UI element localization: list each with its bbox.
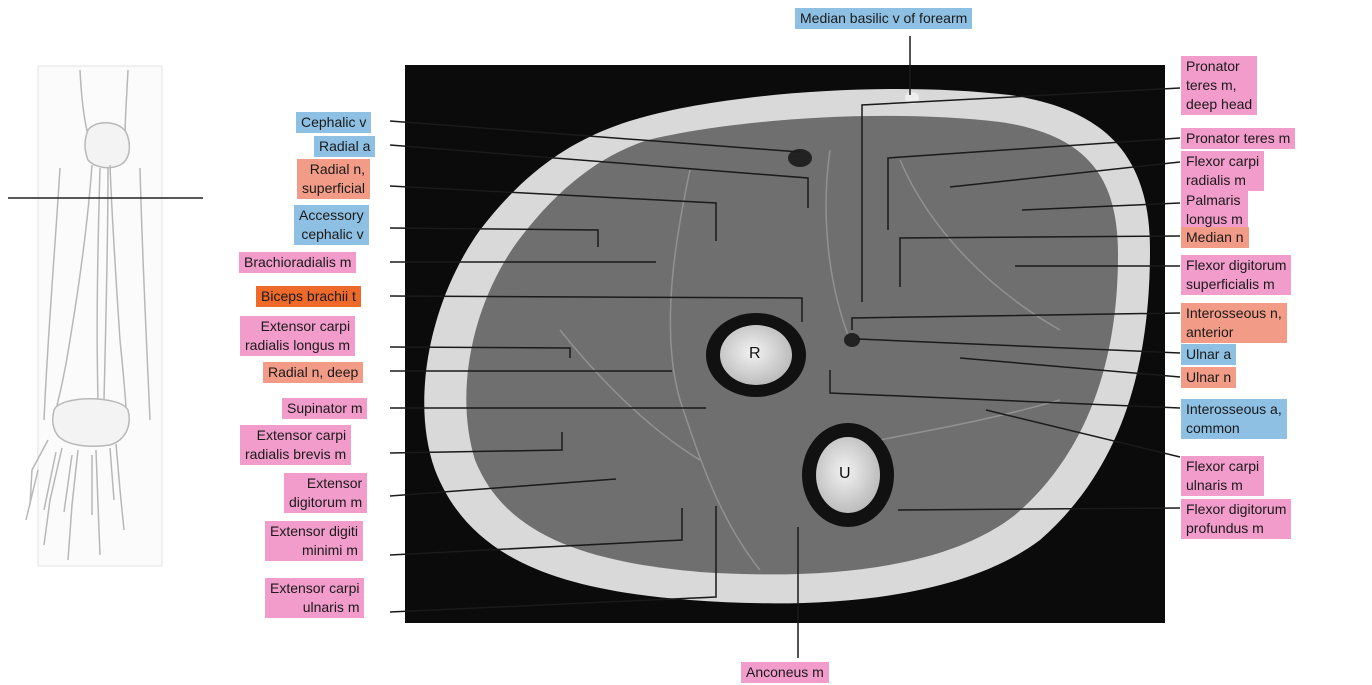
arm-illustration xyxy=(26,66,162,566)
label-flexor-digitorum-profundus: Flexor digitorum profundus m xyxy=(1181,499,1291,539)
label-flexor-digitorum-superficialis: Flexor digitorum superficialis m xyxy=(1181,255,1291,295)
label-biceps-brachii-t: Biceps brachii t xyxy=(256,286,361,307)
label-extensor-carpi-radialis-brevis: Extensor carpi radialis brevis m xyxy=(240,425,351,465)
label-extensor-carpi-radialis-longus: Extensor carpi radialis longus m xyxy=(240,316,355,356)
label-accessory-cephalic-v: Accessory cephalic v xyxy=(294,205,369,245)
label-interosseous-a-common: Interosseous a, common xyxy=(1181,399,1287,439)
radius-label: R xyxy=(749,345,761,363)
label-flexor-carpi-ulnaris: Flexor carpi ulnaris m xyxy=(1181,456,1264,496)
label-pronator-teres-deep-head: Pronator teres m, deep head xyxy=(1181,56,1257,115)
label-ulnar-a: Ulnar a xyxy=(1181,344,1236,365)
label-radial-n-superficial: Radial n, superficial xyxy=(297,159,370,199)
label-extensor-digitorum: Extensor digitorum m xyxy=(284,473,367,513)
ulnar-a-vessel xyxy=(844,333,860,347)
label-interosseous-n-anterior: Interosseous n, anterior xyxy=(1181,303,1287,343)
label-extensor-digiti-minimi: Extensor digiti minimi m xyxy=(265,521,363,561)
label-brachioradialis: Brachioradialis m xyxy=(239,252,356,273)
label-extensor-carpi-ulnaris: Extensor carpi ulnaris m xyxy=(265,578,364,618)
label-palmaris-longus: Palmaris longus m xyxy=(1181,190,1248,230)
label-anconeus: Anconeus m xyxy=(741,662,829,683)
label-pronator-teres: Pronator teres m xyxy=(1181,128,1295,149)
ulna-label: U xyxy=(839,465,851,483)
label-supinator: Supinator m xyxy=(282,398,367,419)
label-cephalic-v: Cephalic v xyxy=(296,112,371,133)
label-flexor-carpi-radialis: Flexor carpi radialis m xyxy=(1181,151,1264,191)
label-median-n: Median n xyxy=(1181,227,1249,248)
label-radial-n-deep: Radial n, deep xyxy=(263,362,363,383)
label-median-basilic-v: Median basilic v of forearm xyxy=(795,8,972,29)
label-radial-a: Radial a xyxy=(314,136,375,157)
label-ulnar-n: Ulnar n xyxy=(1181,367,1236,388)
